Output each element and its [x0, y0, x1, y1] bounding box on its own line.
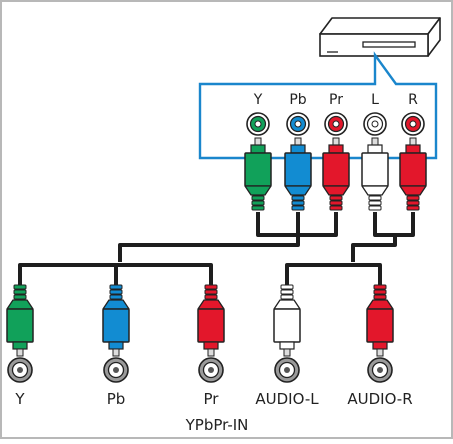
cable-audio-fanout	[285, 263, 382, 288]
input-jack-pb-icon	[103, 357, 129, 383]
input-plug-pb	[102, 284, 130, 357]
input-label-pr: Pr	[204, 390, 220, 408]
input-plug-group	[6, 284, 394, 357]
input-label-y: Y	[14, 390, 25, 408]
input-jack-y-icon	[7, 357, 33, 383]
output-jack-y-icon	[246, 112, 270, 136]
output-plug-pb	[284, 137, 312, 211]
cable-audio-trunk	[351, 235, 397, 262]
output-label-y: Y	[253, 92, 263, 108]
output-plug-r	[399, 137, 427, 211]
input-jack-group	[7, 357, 393, 383]
input-label-pb: Pb	[107, 390, 126, 408]
output-label-pr: Pr	[329, 92, 343, 108]
output-jack-group	[246, 112, 425, 136]
cable-video-y-top	[256, 212, 300, 237]
group-label: YPbPr-IN	[185, 416, 249, 434]
output-label-pb: Pb	[289, 92, 306, 108]
output-jack-r-icon	[401, 112, 425, 136]
output-plug-y	[244, 137, 272, 211]
input-plug-y	[6, 284, 34, 357]
output-label-group: Y Pb Pr L R	[253, 92, 418, 108]
output-label-l: L	[371, 92, 379, 108]
output-label-r: R	[408, 92, 418, 108]
input-jack-audio-r-icon	[367, 357, 393, 383]
input-plug-pr	[197, 284, 225, 357]
output-jack-pr-icon	[324, 112, 348, 136]
input-label-audio-l: AUDIO-L	[255, 390, 319, 408]
set-top-box-icon	[319, 17, 441, 57]
cable-group	[18, 212, 415, 288]
cable-video-pr-top	[300, 212, 338, 237]
output-plug-l	[361, 137, 389, 211]
output-plug-group	[244, 137, 427, 211]
output-jack-l-icon	[363, 112, 387, 136]
input-plug-audio-l	[273, 284, 301, 357]
input-label-group: Y Pb Pr AUDIO-L AUDIO-R	[14, 390, 412, 408]
output-plug-pr	[322, 137, 350, 211]
input-plug-audio-r	[366, 284, 394, 357]
input-jack-audio-l-icon	[274, 357, 300, 383]
input-label-audio-r: AUDIO-R	[347, 390, 412, 408]
input-jack-pr-icon	[198, 357, 224, 383]
output-jack-pb-icon	[286, 112, 310, 136]
cable-video-trunk	[118, 235, 300, 262]
